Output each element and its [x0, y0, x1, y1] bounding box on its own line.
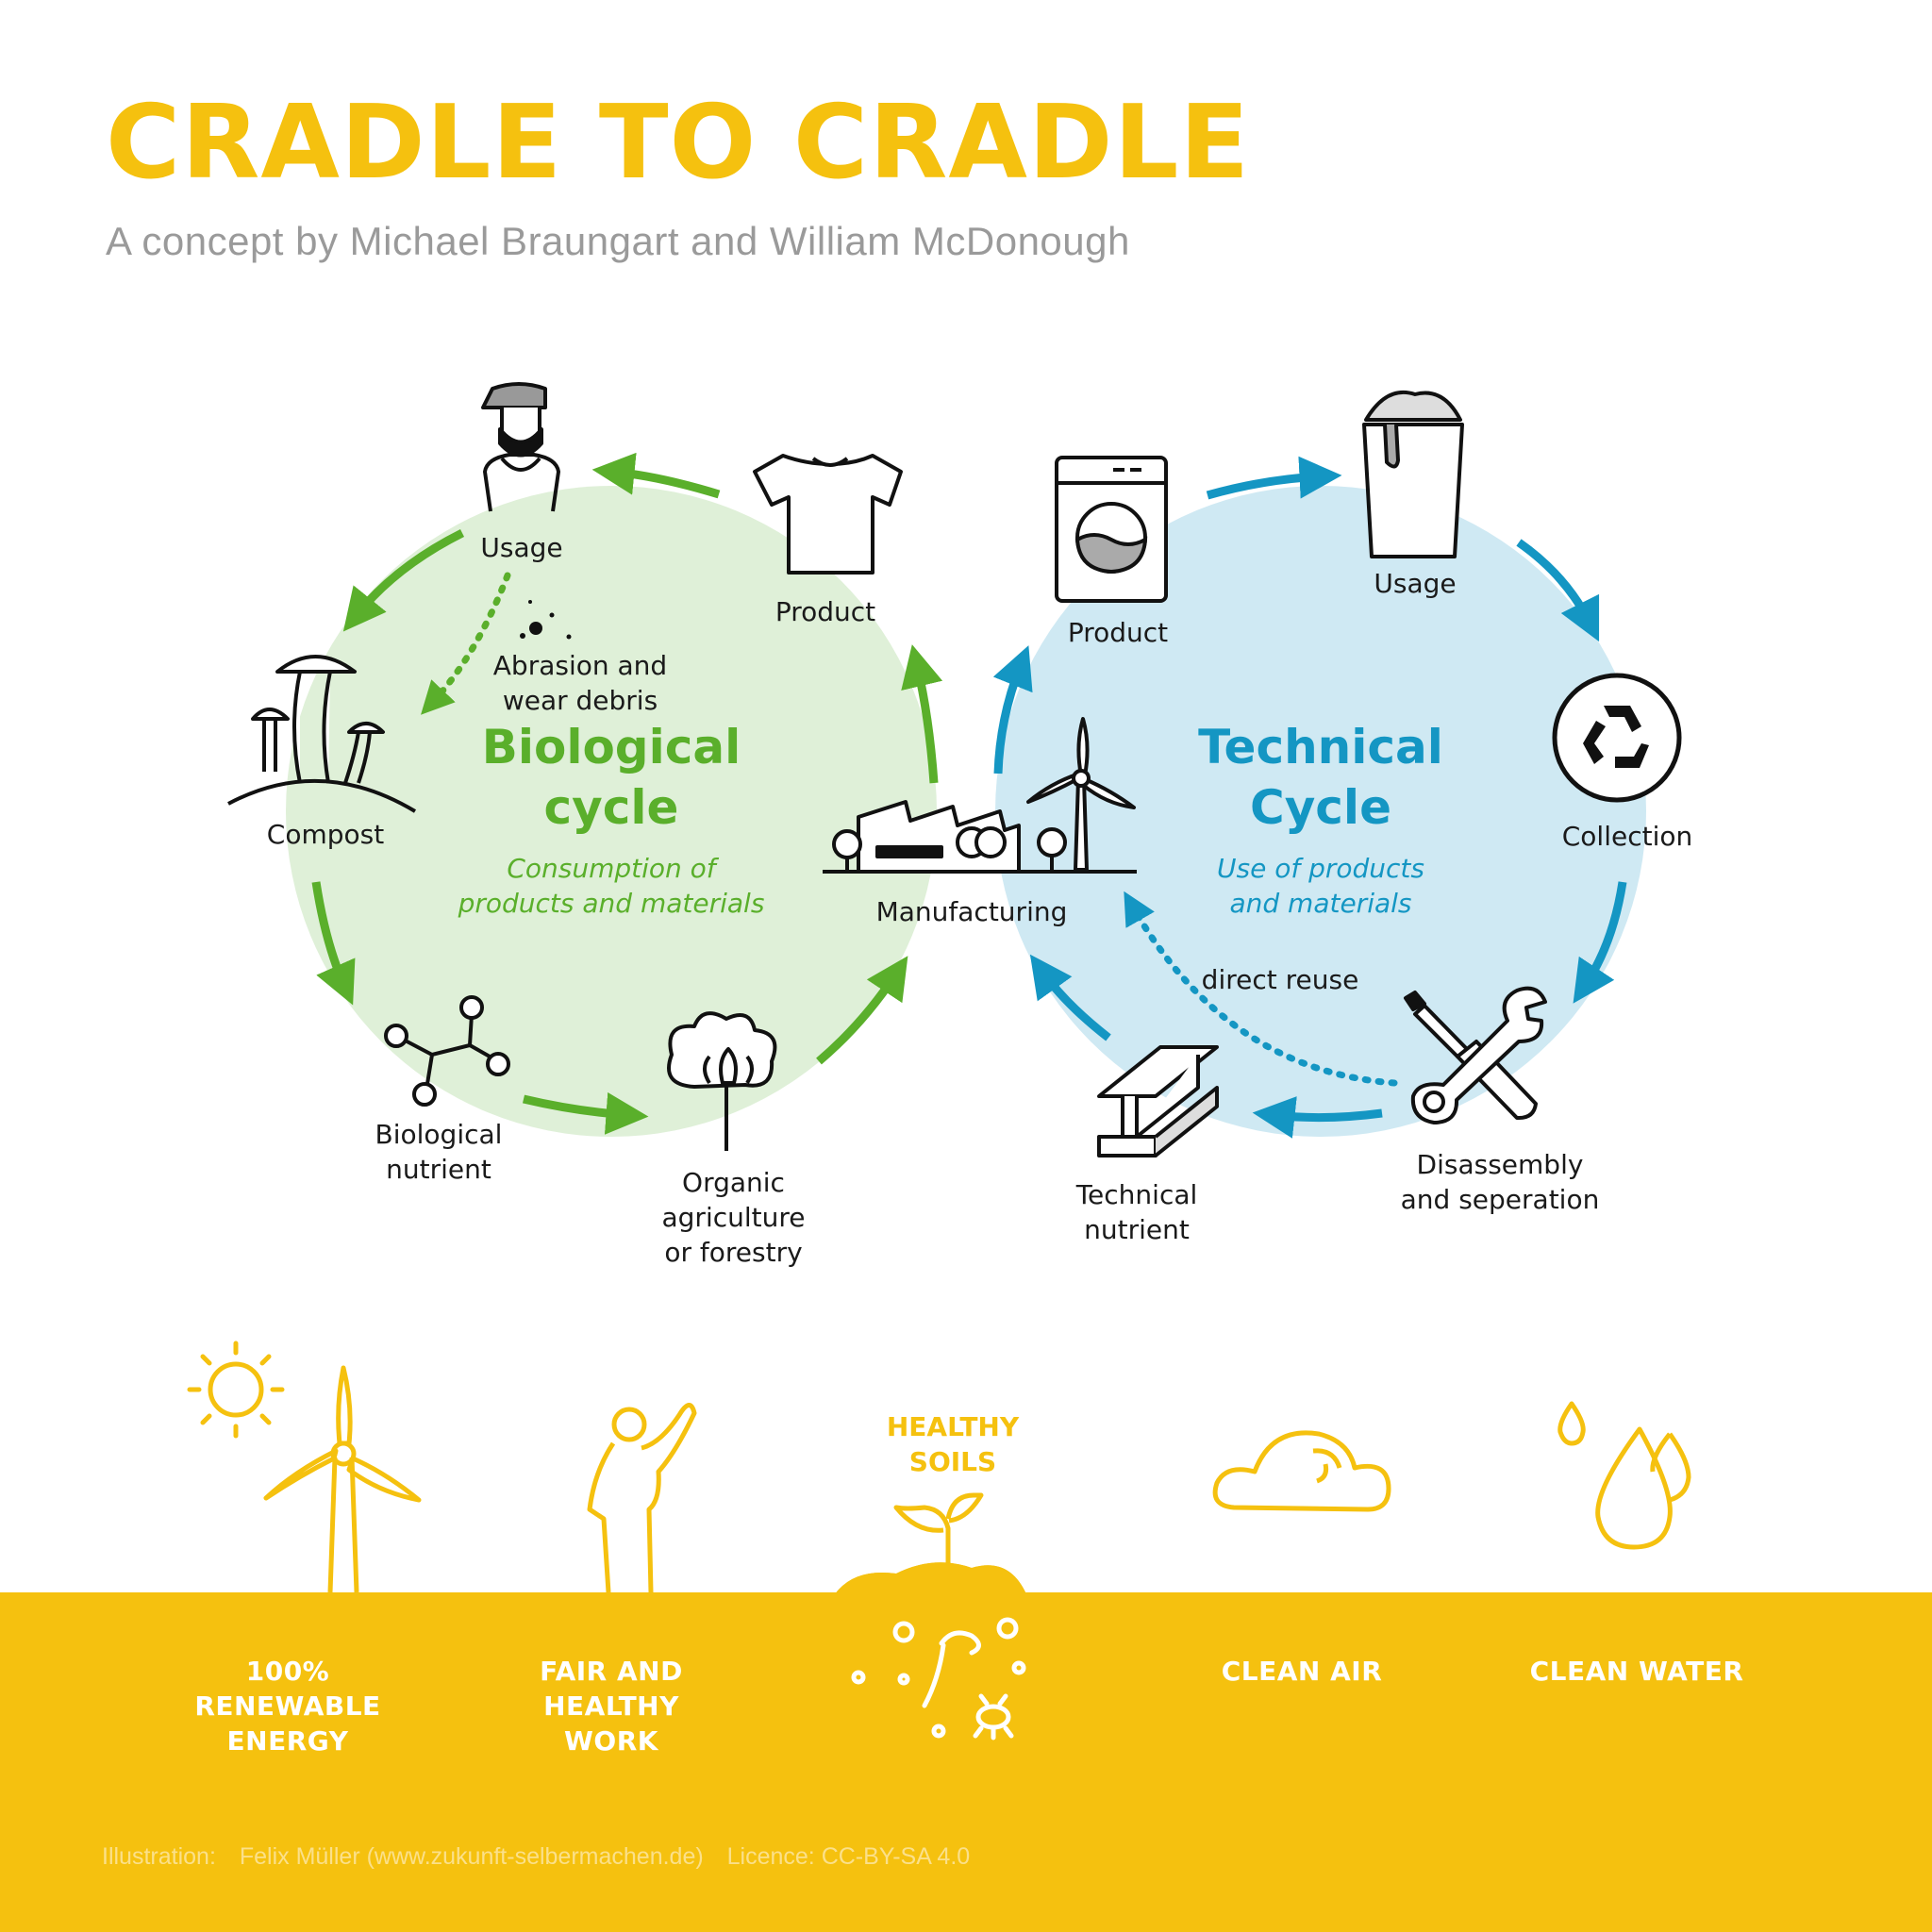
sprout-icon — [893, 1492, 984, 1574]
soil-mound — [835, 1562, 1026, 1594]
credit-licence: Licence: CC-BY-SA 4.0 — [726, 1843, 971, 1870]
cotton-plant-icon — [667, 1011, 777, 1151]
renewable-energy-label: 100% RENEWABLE ENERGY — [194, 1656, 381, 1757]
debris-dots-icon — [520, 600, 572, 640]
waving-person-icon — [587, 1403, 697, 1593]
tech-product-label: Product — [1067, 617, 1169, 648]
t-shirt-icon — [753, 454, 903, 575]
disassembly-label: Disassembly and seperation — [1400, 1149, 1600, 1215]
fair-healthy-work-label: FAIR AND HEALTHY WORK — [540, 1656, 683, 1757]
renewable-wind-turbine-icon — [263, 1365, 422, 1593]
abrasion-label: Abrasion and wear debris — [492, 650, 668, 716]
organic-agriculture-label: Organic agriculture or forestry — [661, 1167, 806, 1268]
molecule-icon — [384, 995, 510, 1107]
biological-cycle-subtitle: Consumption of products and materials — [458, 853, 765, 919]
clean-water-label: CLEAN WATER — [1529, 1656, 1744, 1687]
technical-cycle-arrows — [992, 456, 1627, 1139]
biological-cycle-title: Biological cycle — [481, 720, 741, 835]
bio-usage-label: Usage — [480, 532, 563, 563]
tech-usage-label: Usage — [1374, 568, 1457, 599]
cloud-icon — [1212, 1430, 1391, 1512]
wind-turbine-icon — [1026, 717, 1136, 872]
mushroom-icon — [227, 655, 417, 813]
collection-label: Collection — [1561, 821, 1693, 852]
water-drops-icon — [1557, 1401, 1691, 1550]
bio-product-label: Product — [774, 596, 876, 627]
compost-label: Compost — [266, 819, 385, 850]
washing-machine-icon — [1055, 456, 1168, 603]
manufacturing-label: Manufacturing — [875, 896, 1068, 927]
direct-reuse-label: direct reuse — [1201, 964, 1359, 995]
bucket-icon — [1362, 390, 1464, 558]
person-icon — [481, 382, 560, 512]
factory-icon — [823, 800, 1137, 874]
direct-reuse-dotted-arrow — [1124, 891, 1398, 1087]
sun-icon — [187, 1341, 285, 1439]
technical-cycle-title: Technical Cycle — [1198, 720, 1443, 835]
technical-cycle-circle — [995, 486, 1646, 1137]
abrasion-dotted-arrow — [421, 572, 511, 715]
technical-cycle-subtitle: Use of products and materials — [1217, 853, 1424, 919]
principles-band — [0, 1592, 1932, 1932]
page-subtitle: A concept by Michael Braungart and Willi… — [106, 219, 1130, 263]
wrench-screwdriver-icon — [1404, 986, 1547, 1124]
page-title: CRADLE TO CRADLE — [106, 84, 1251, 202]
credit-line: Illustration: Felix Müller (www.zukunft-… — [102, 1843, 987, 1871]
credit-illustration-value: Felix Müller (www.zukunft-selbermachen.d… — [239, 1843, 704, 1870]
healthy-soils-label: HEALTHY SOILS — [886, 1411, 1020, 1477]
recycle-icon — [1552, 673, 1682, 803]
technical-nutrient-label: Technical nutrient — [1075, 1179, 1198, 1245]
clean-air-label: CLEAN AIR — [1221, 1656, 1383, 1687]
biological-cycle-arrows — [311, 452, 943, 1135]
steel-beam-icon — [1097, 1045, 1219, 1158]
biological-nutrient-label: Biological nutrient — [375, 1119, 503, 1185]
biological-cycle-circle — [286, 486, 937, 1137]
credit-illustration-label: Illustration: — [102, 1843, 216, 1870]
